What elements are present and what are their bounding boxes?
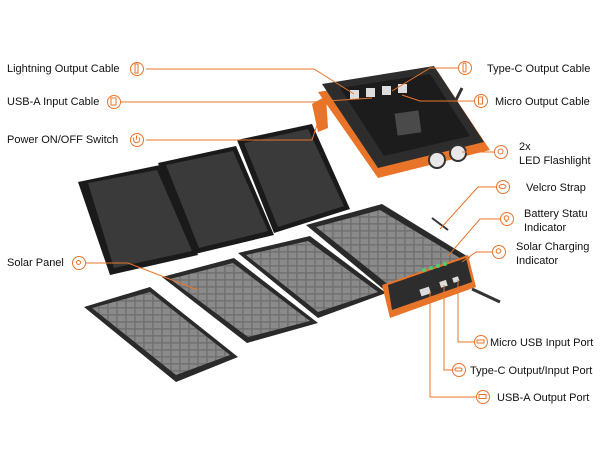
label-lightning-output-cable: Lightning Output Cable (7, 63, 120, 75)
label-micro-usb-input-port: Micro USB Input Port (490, 337, 594, 349)
label-velcro-strap: Velcro Strap (526, 182, 586, 194)
label-led-count: 2x (519, 141, 531, 153)
leader-lines (86, 67, 502, 398)
micro-usb-port-icon (474, 335, 488, 349)
power-bank-bottom (382, 217, 501, 318)
power-bank-top (312, 66, 490, 178)
label-power-switch: Power ON/OFF Switch (7, 134, 119, 146)
label-solar-charging: Solar Charging (516, 241, 590, 253)
top-panel-3 (237, 124, 350, 233)
label-type-c-output-cable: Type-C Output Cable (487, 63, 591, 75)
top-panel-2 (158, 146, 274, 254)
usb-a-cable-icon (107, 95, 121, 109)
strap-icon (496, 180, 510, 194)
label-usb-a-output-port: USB-A Output Port (497, 392, 590, 404)
bottom-panel-3 (238, 236, 386, 318)
power-icon (130, 133, 144, 147)
label-micro-output-cable: Micro Output Cable (495, 96, 590, 108)
label-usb-a-input-cable: USB-A Input Cable (7, 96, 100, 108)
label-type-c-io-port: Type-C Output/Input Port (470, 365, 593, 377)
battery-indicator-icon (500, 212, 514, 226)
label-battery-status: Battery Statu (524, 208, 588, 220)
lightning-cable-icon (130, 62, 144, 76)
label-battery-indicator: Indicator (524, 222, 567, 234)
bottom-panel-1 (84, 287, 238, 382)
solar-charge-icon (492, 245, 506, 259)
flashlight-icon (494, 145, 508, 159)
label-solar-charging-indicator: Indicator (516, 255, 559, 267)
usb-a-port-icon (476, 390, 490, 404)
type-c-port-icon (452, 363, 466, 377)
label-solar-panel: Solar Panel (7, 257, 64, 269)
bottom-panel-2 (162, 258, 318, 343)
sun-icon (72, 256, 86, 270)
label-led-flashlight: LED Flashlight (519, 155, 591, 167)
type-c-cable-icon (458, 61, 472, 75)
micro-cable-icon (474, 94, 488, 108)
top-panel-1 (78, 165, 198, 275)
